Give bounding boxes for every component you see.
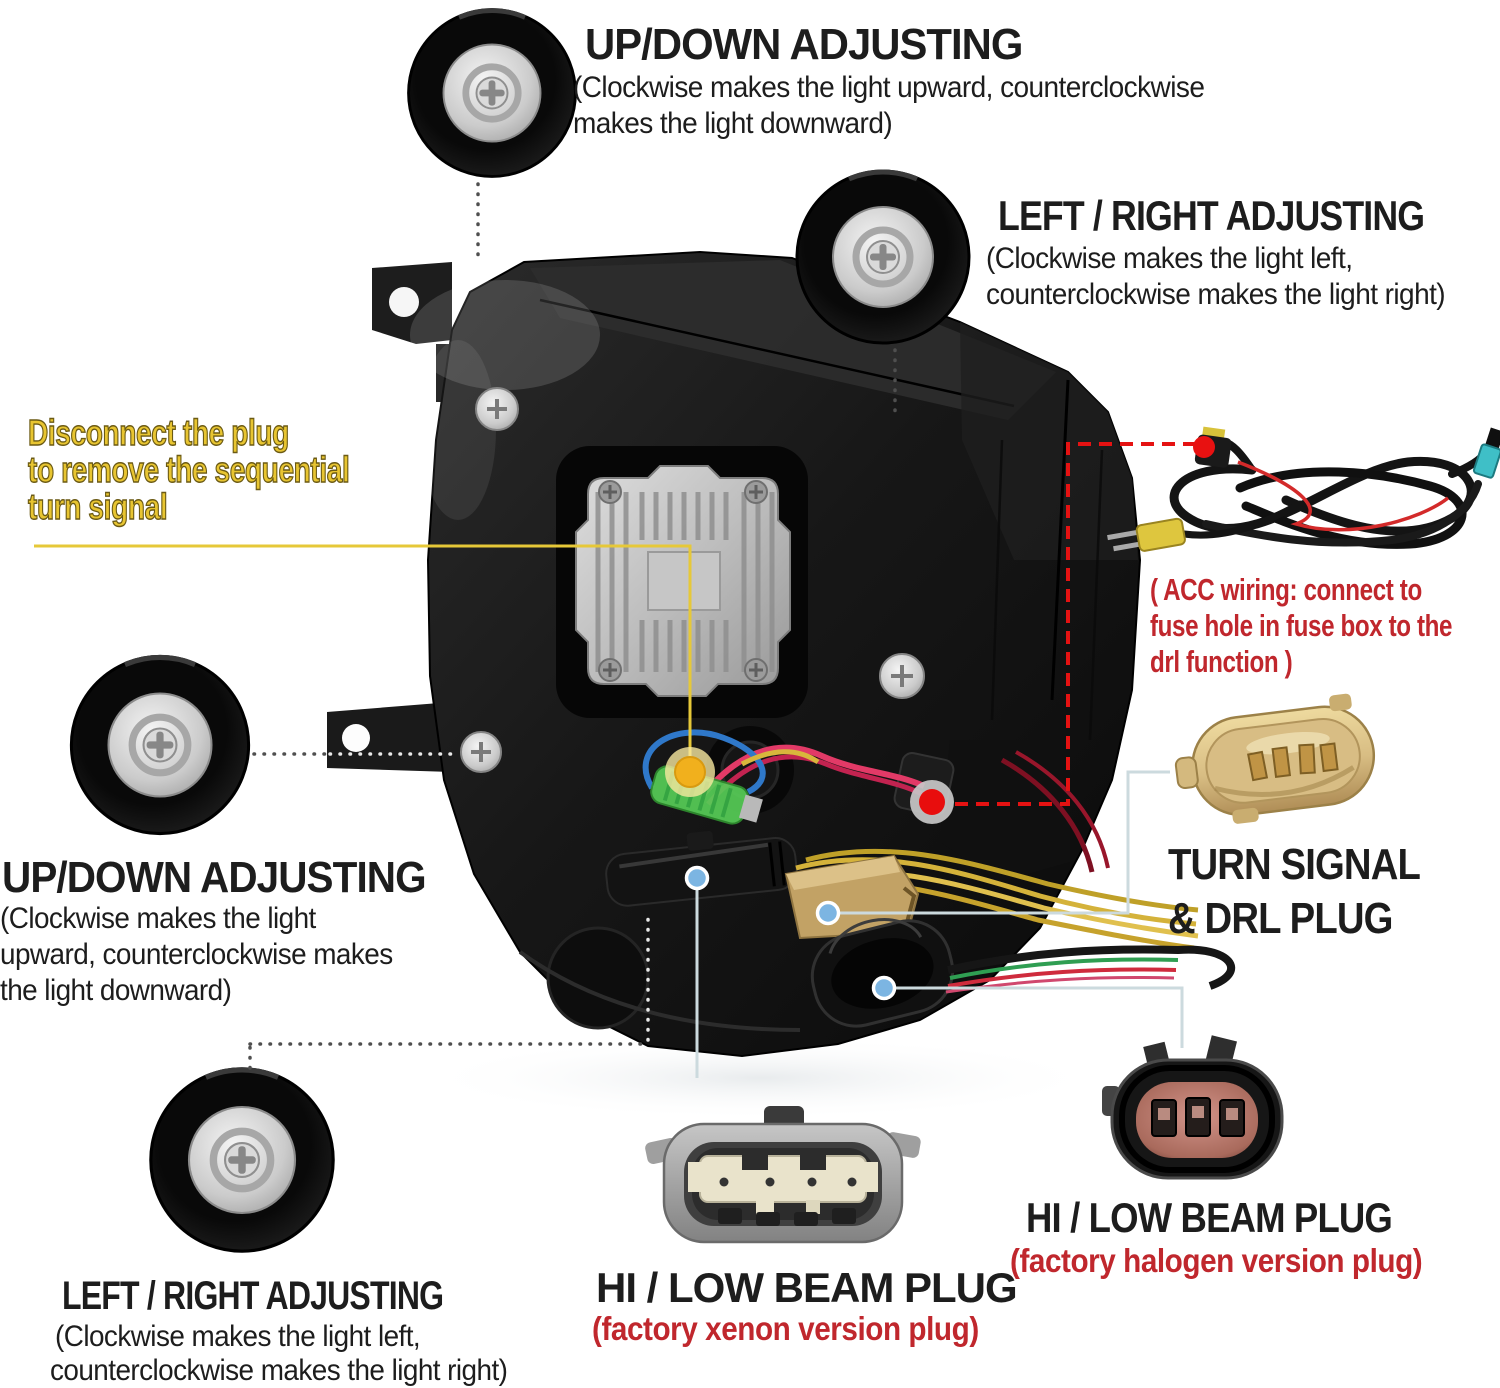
top-updown-desc-2: makes the light downward) <box>573 107 893 140</box>
adjuster-photo-right-leftright <box>797 171 969 343</box>
red-marker-dot-housing <box>919 789 945 815</box>
left-updown-title: UP/DOWN ADJUSTING <box>2 853 427 902</box>
halogen-plug-subtitle: (factory halogen version plug) <box>1010 1242 1423 1279</box>
bottom-leftright-desc-1: (Clockwise makes the light left, <box>55 1320 421 1353</box>
adjuster-photo-top-updown <box>409 10 576 177</box>
turn-signal-plug-label-1: TURN SIGNAL <box>1168 840 1421 889</box>
floor-reflection <box>415 1036 1105 1120</box>
disconnect-note-2: to remove the sequential <box>27 448 350 490</box>
top-updown-title: UP/DOWN ADJUSTING <box>585 20 1023 69</box>
red-marker-dot-harness <box>1193 436 1215 458</box>
disconnect-note-3: turn signal <box>27 485 168 527</box>
right-leftright-desc-2: counterclockwise makes the light right) <box>986 278 1446 311</box>
blue-marker-dots <box>684 865 897 1001</box>
attached-halogen-connector <box>810 918 1236 1028</box>
turn-signal-wires <box>642 729 1110 873</box>
turn-signal-drl-plug-photo <box>1174 693 1376 824</box>
xenon-plug-title: HI / LOW BEAM PLUG <box>596 1264 1018 1311</box>
harness-teal-connector <box>1472 427 1500 479</box>
yellow-callout <box>34 544 715 797</box>
red-dashed-callout <box>910 436 1215 824</box>
housing-screws <box>460 387 925 773</box>
left-updown-desc-2: upward, counterclockwise makes <box>0 938 393 971</box>
headlight-housing-photo <box>327 250 1236 1058</box>
halogen-plug-title: HI / LOW BEAM PLUG <box>1026 1194 1393 1241</box>
top-updown-desc-1: (Clockwise makes the light upward, count… <box>573 71 1205 104</box>
harness-fuse-tap <box>1107 517 1186 552</box>
acc-wiring-harness-photo <box>1107 426 1500 552</box>
plug-callout-lines <box>695 770 1184 1078</box>
bottom-leftright-title: LEFT / RIGHT ADJUSTING <box>62 1274 444 1318</box>
disconnect-note-1: Disconnect the plug <box>27 411 289 453</box>
adjuster-photo-bottom-leftright <box>151 1069 333 1251</box>
left-updown-desc-3: the light downward) <box>0 974 232 1007</box>
hi-low-beam-plug-xenon-photo <box>645 1106 921 1244</box>
acc-note-1: ( ACC wiring: connect to <box>1150 572 1422 607</box>
adjuster-photo-left-updown <box>71 656 248 833</box>
dotted-callout-lines <box>248 182 897 1070</box>
right-leftright-desc-1: (Clockwise makes the light left, <box>986 242 1353 275</box>
acc-note-2: fuse hole in fuse box to the <box>1150 608 1453 643</box>
left-updown-desc-1: (Clockwise makes the light <box>0 902 316 935</box>
ballast-cover-plate <box>575 465 791 697</box>
yellow-marker-dot <box>674 756 706 788</box>
xenon-plug-subtitle: (factory xenon version plug) <box>592 1310 979 1347</box>
hi-low-beam-plug-halogen-photo <box>1102 1035 1284 1180</box>
bottom-leftright-desc-2: counterclockwise makes the light right) <box>50 1354 508 1387</box>
turn-signal-plug-label-2: & DRL PLUG <box>1168 894 1393 943</box>
acc-note-3: drl function ) <box>1150 644 1293 679</box>
right-leftright-title: LEFT / RIGHT ADJUSTING <box>998 192 1425 239</box>
